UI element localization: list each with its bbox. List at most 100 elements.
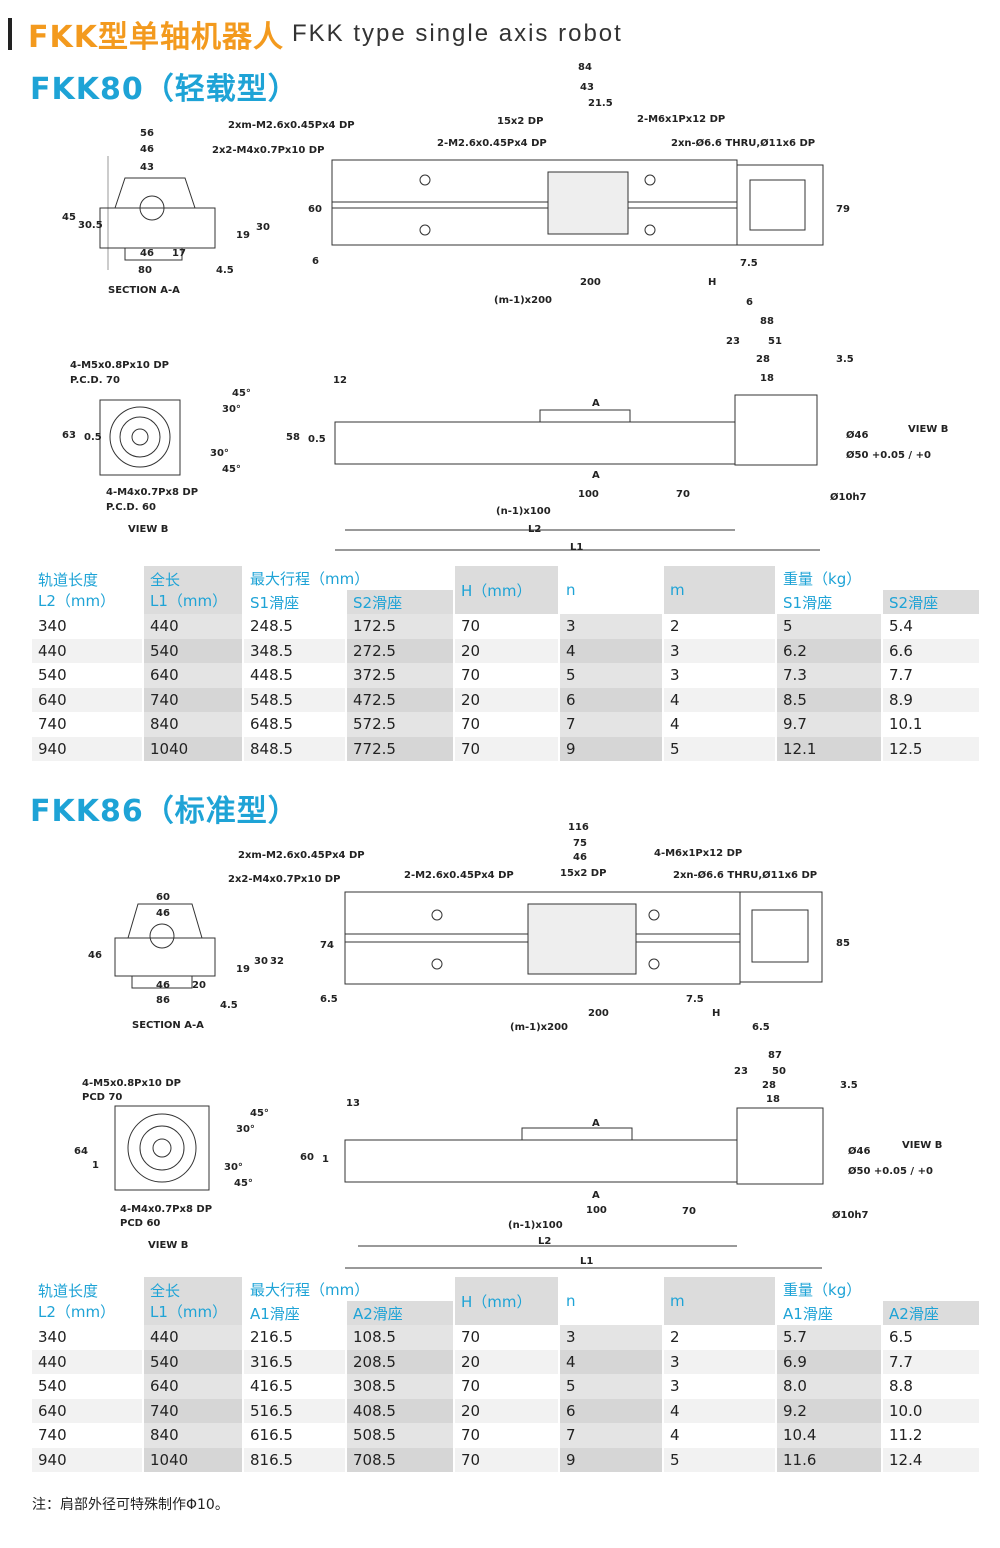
fkk86-section-dim-1: 46 [156,908,170,919]
fkk80-top-dim-14: H [708,277,716,288]
fkk80-header-row-2: S1滑座 S2滑座 S1滑座 S2滑座 [32,590,982,614]
fkk80-h-h: H（mm） [454,566,561,614]
table-cell: 7 [559,1423,665,1448]
fkk80-top-dim-6: 2xn-Ø6.6 THRU,Ø11x6 DP [671,137,815,149]
table-cell: 1040 [143,736,244,761]
table-cell: 340 [32,614,144,639]
fkk86-side-dim-5: 18 [766,1094,780,1105]
table-cell: 20 [454,638,561,663]
table-cell: 540 [143,1349,244,1374]
fkk86-top-dim-8: 2x2-M4x0.7Px10 DP [228,874,340,885]
fkk80-h-weight-b: S2滑座 [882,590,982,614]
table-cell: 816.5 [243,1447,347,1472]
table-cell: 308.5 [346,1374,456,1399]
table-cell: 4 [663,1423,778,1448]
table-cell: 70 [454,614,561,639]
fkk80-section-dim-6: 30 [256,222,270,233]
table-cell: 316.5 [243,1349,347,1374]
fkk80-top-dim-7: 2xm-M2.6x0.45Px4 DP [228,120,355,131]
table-cell: 70 [454,1325,561,1350]
fkk86-h-h: H（mm） [454,1277,561,1325]
fkk80-side-dim-12: VIEW B [908,424,948,435]
fkk86-h-weight-b: A2滑座 [882,1301,982,1325]
fkk86-side-dim-18: L2 [538,1236,551,1247]
fkk86-side-dim-10: Ø46 [848,1145,870,1157]
table-cell: 5 [663,1447,778,1472]
table-cell: 840 [143,712,244,737]
fkk80-viewb-dim-2: 45° [232,388,251,399]
fkk80-viewb-dim-7: 45° [222,464,241,475]
table-cell: 8.0 [776,1374,884,1399]
fkk86-header-row-2: A1滑座 A2滑座 A1滑座 A2滑座 [32,1301,982,1325]
table-cell: 216.5 [243,1325,347,1350]
table-cell: 572.5 [346,712,456,737]
fkk80-top-dim-1: 43 [580,82,594,93]
table-cell: 4 [559,638,665,663]
fkk80-top-dim-2: 21.5 [588,98,613,109]
fkk86-top-dim-6: 2xn-Ø6.6 THRU,Ø11x6 DP [673,869,817,881]
table-cell: 11.6 [776,1447,884,1472]
fkk86-top-dim-12: 7.5 [686,994,704,1005]
table-cell: 348.5 [243,638,347,663]
fkk80-section-dim-8: 17 [172,248,186,259]
fkk80-top-dim-10: 79 [836,204,850,215]
fkk80-section-dim-2: 43 [140,162,154,173]
table-cell: 70 [454,1447,561,1472]
title-en: FKK type single axis robot [292,20,623,47]
table-cell: 640 [32,1398,144,1423]
fkk80-side-dim-15: 70 [676,489,690,500]
fkk86-side-dim-19: L1 [580,1256,593,1267]
fkk86-title: FKK86（标准型） [30,794,299,829]
fkk80-section-dim-1: 46 [140,144,154,155]
fkk80-top-dim-9: 60 [308,204,322,215]
table-cell: 448.5 [243,663,347,688]
table-cell: 3 [559,614,665,639]
table-cell: 4 [663,1398,778,1423]
fkk80-title: FKK80（轻载型） [30,72,299,107]
table-cell: 5 [559,663,665,688]
fkk80-drawing: SECTION A-A 56 46 43 45 30.5 19 30 46 17… [0,60,1000,560]
fkk80-viewb-dim-0: 4-M5x0.8Px10 DP [70,360,169,371]
table-cell: 272.5 [346,638,456,663]
fkk80-side-dim-17: (n-1)x100 [496,506,551,517]
table-cell: 708.5 [346,1447,456,1472]
fkk80-section-dim-7: 46 [140,248,154,259]
table-cell: 548.5 [243,687,347,712]
table-cell: 3 [663,663,778,688]
header-bar [8,18,12,50]
table-cell: 7.3 [776,663,884,688]
fkk86-top-dim-3: 15x2 DP [560,868,606,879]
fkk80-section-dim-3: 45 [62,212,76,223]
table-cell: 772.5 [346,736,456,761]
fkk86-drawing: SECTION A-A 60 46 46 19 30 32 46 20 86 4… [0,818,1000,1278]
page-header: FKK型单轴机器人 FKK type single axis robot [8,14,623,55]
table-cell: 408.5 [346,1398,456,1423]
table-cell: 3 [663,1374,778,1399]
table-cell: 516.5 [243,1398,347,1423]
table-cell: 9.2 [776,1398,884,1423]
table-cell: 12.1 [776,736,884,761]
fkk86-side-dim-15: 70 [682,1206,696,1217]
fkk86-top-dim-9: 74 [320,940,334,951]
fkk86-h-stroke: 最大行程（mm） [243,1277,456,1301]
fkk86-section-dim-3: 19 [236,964,250,975]
fkk80-side-dim-2: 51 [768,336,782,347]
table-cell: 10.0 [882,1398,982,1423]
table-cell: 940 [32,736,144,761]
table-cell: 5 [559,1374,665,1399]
table-cell: 6.2 [776,638,884,663]
fkk80-side-dim-0: 88 [760,316,774,327]
fkk80-side-dim-13: A [592,470,600,481]
table-cell: 9.7 [776,712,884,737]
fkk86-section-label: SECTION A-A [132,1020,204,1031]
fkk80-section-dim-5: 19 [236,230,250,241]
table-cell: 70 [454,1423,561,1448]
table-cell: 740 [32,1423,144,1448]
fkk86-top-dim-1: 75 [573,838,587,849]
